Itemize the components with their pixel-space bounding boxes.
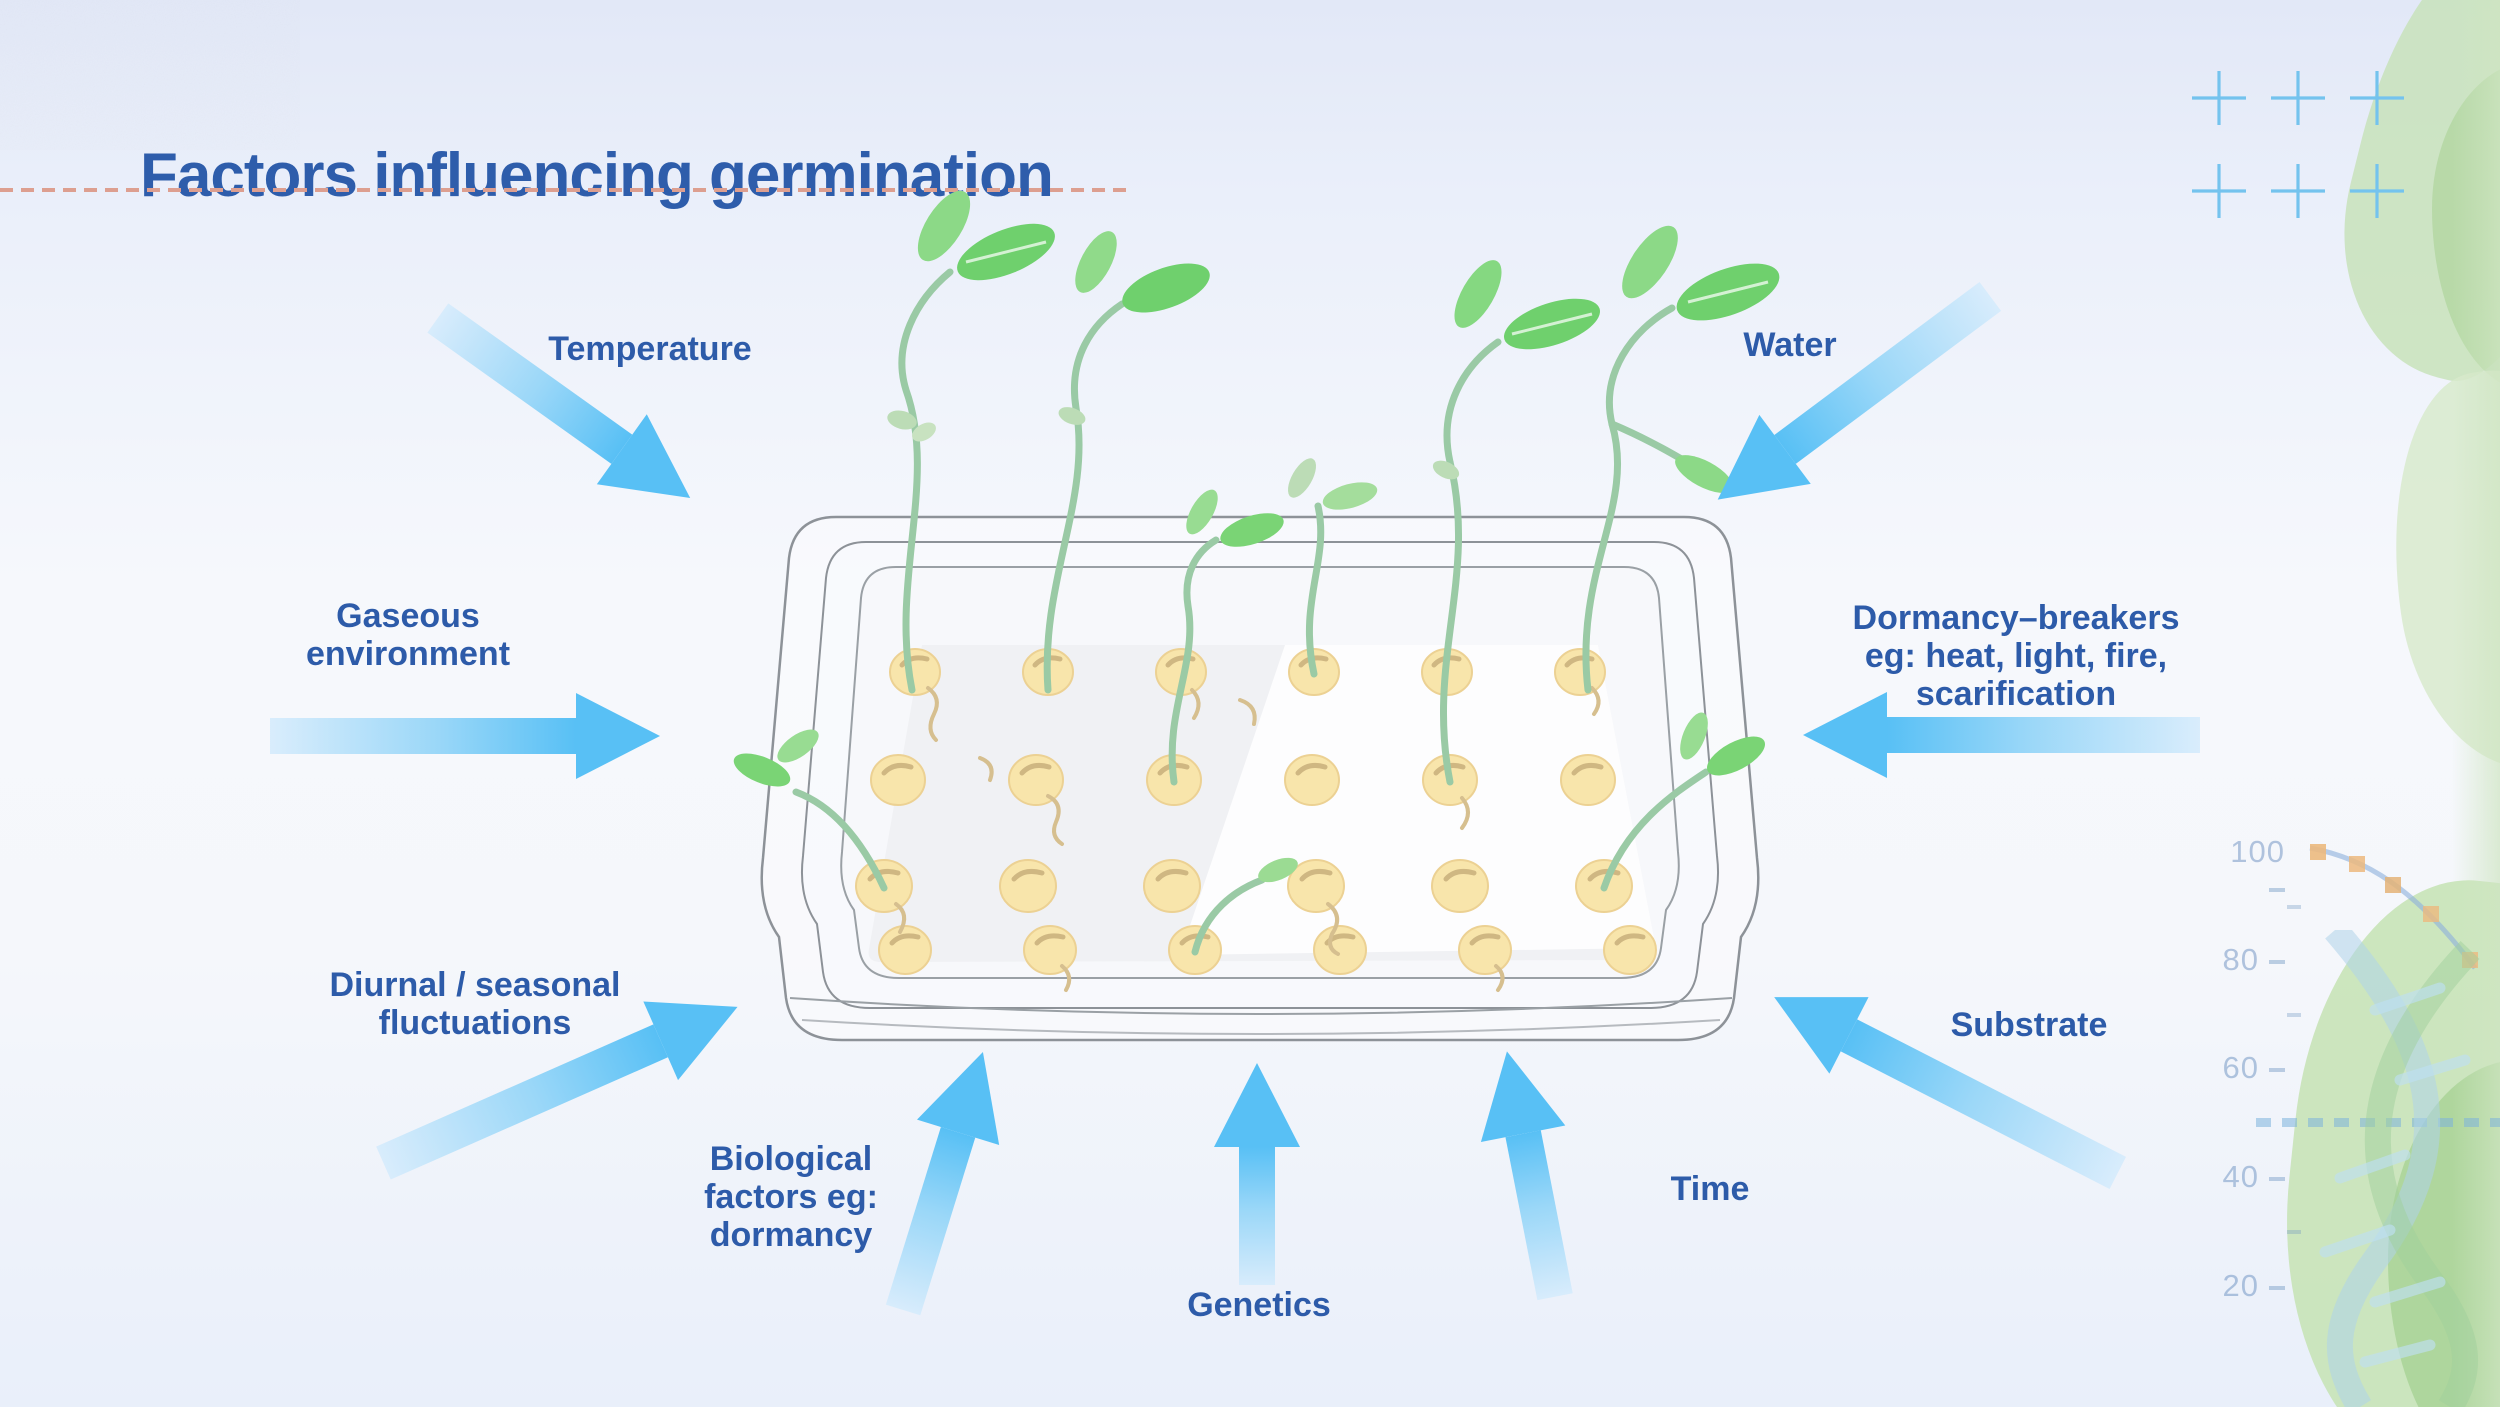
axis-tick-label: 60 [2215, 1050, 2285, 1086]
factor-label-biological: Biological factors eg: dormancy [704, 1139, 878, 1255]
axis-tick-label: 20 [2215, 1268, 2285, 1304]
page-title: Factors influencing germination [140, 140, 1054, 210]
leaf-wash-band [2452, 0, 2500, 1407]
axis-minor-tick [2287, 1013, 2301, 1017]
plus-icon [2192, 164, 2246, 218]
title-divider [0, 188, 1132, 192]
leaf-wash-blob [2369, 356, 2500, 784]
axis-tick-label: 40 [2215, 1159, 2285, 1195]
factor-label-water: Water [1743, 325, 1837, 364]
axis-dashed-line [2256, 1118, 2500, 1127]
axis-tick-label: 80 [2215, 942, 2285, 978]
leaf-wash-blob [2259, 864, 2500, 1407]
plus-icon [2350, 164, 2404, 218]
factor-label-substrate: Substrate [1950, 1005, 2108, 1044]
axis-minor-tick [2287, 1230, 2301, 1234]
plus-icon [2271, 71, 2325, 125]
plus-icon [2350, 71, 2404, 125]
water-arrow [1692, 262, 2016, 535]
plus-icon [2192, 71, 2246, 125]
genetics-arrow [1214, 1063, 1300, 1285]
gaseous-environment-arrow [270, 693, 660, 779]
factor-label-genetics: Genetics [1187, 1285, 1331, 1324]
axis-minor-tick [2287, 905, 2301, 909]
decorative-scatter-curve [2309, 844, 2478, 970]
axis-tick-label: 100 [2215, 834, 2285, 906]
biological-factors-arrow [862, 1039, 1024, 1322]
leaf-wash-blob [2432, 60, 2500, 390]
factor-label-dormancy-breakers: Dormancy–breakers eg: heat, light, fire,… [1852, 598, 2180, 714]
leaf-wash-blob [2388, 1060, 2500, 1407]
factor-label-gaseous: Gaseous environment [305, 596, 511, 673]
factor-label-temperature: Temperature [548, 329, 752, 368]
plus-decoration-grid [2192, 71, 2404, 218]
paper-noise-overlay [0, 0, 300, 150]
substrate-arrow [1754, 958, 2138, 1211]
dna-helix-illustration [2319, 930, 2480, 1407]
plus-icon [2271, 164, 2325, 218]
time-arrow [1464, 1043, 1598, 1305]
factor-label-diurnal: Diurnal / seasonal fluctuations [329, 965, 621, 1042]
temperature-arrow [413, 283, 716, 534]
factor-label-time: Time [1670, 1169, 1750, 1208]
